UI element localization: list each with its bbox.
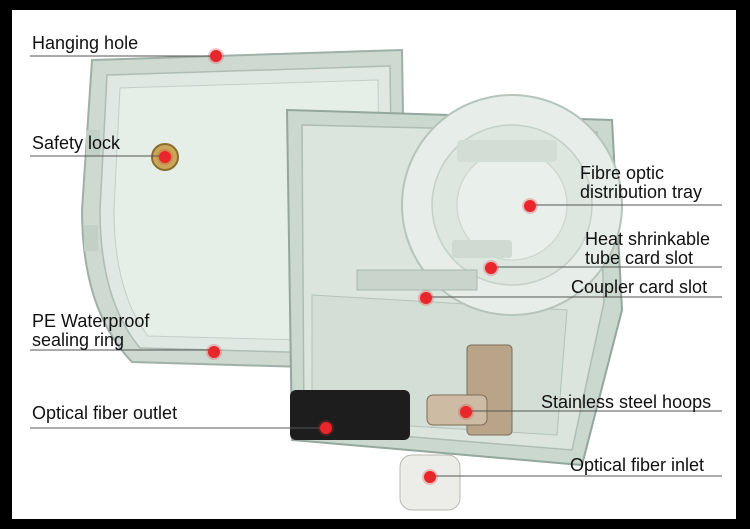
coupler-slot-label: Coupler card slot [571,277,708,297]
optical-fiber-inlet-label: Optical fiber inlet [570,455,705,475]
pe-waterproof-label-line1: PE Waterproof [32,311,150,331]
optical-fiber-inlet-marker [424,471,436,483]
heat-shrink-marker [485,262,497,274]
coupler-slot-marker [420,292,432,304]
heat-shrink-label-line1: Heat shrinkable [585,229,711,249]
heat-shrink-label-line2: tube card slot [585,248,694,268]
safety-lock-label: Safety lock [32,133,121,153]
fibre-tray-marker [524,200,536,212]
hanging-hole-label: Hanging hole [32,33,139,53]
safety-lock-marker [159,151,171,163]
pe-waterproof-label-line2: sealing ring [32,330,125,350]
optical-fiber-outlet-label: Optical fiber outlet [32,403,178,423]
optical-fiber-outlet-marker [320,422,332,434]
product-photo: Hanging hole Safety lock PE Waterproof s… [12,10,736,519]
steel-hoops-marker [460,406,472,418]
fibre-tray-label-line1: Fibre optic [580,163,665,183]
pe-waterproof-marker [208,346,220,358]
steel-hoops-label: Stainless steel hoops [541,392,712,412]
hanging-hole-marker [210,50,222,62]
fibre-tray-label-line2: distribution tray [580,182,703,202]
